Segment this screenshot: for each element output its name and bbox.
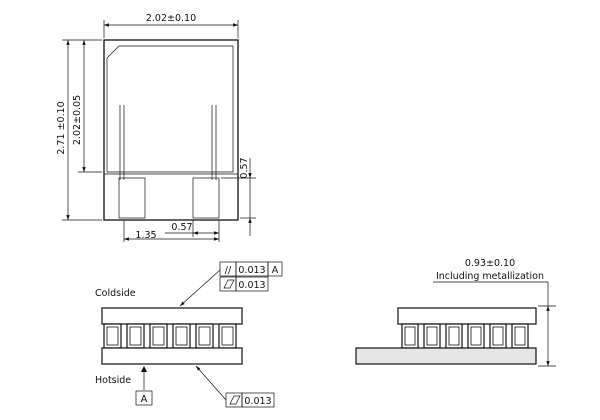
- width-dimension-label: 2.02±0.10: [146, 13, 196, 24]
- package-outline: [103, 39, 239, 221]
- leg-pellet: [401, 323, 419, 349]
- hotside-ceramic-right: [355, 347, 537, 365]
- parallelism-control-frame: // 0.013 A: [219, 261, 283, 277]
- ceramic-outline: [106, 45, 234, 173]
- parallelism-tolerance: 0.013: [238, 265, 265, 276]
- leg-pellet-inner: [514, 326, 526, 346]
- leg-pellet: [467, 323, 485, 349]
- leg-pellet: [172, 323, 191, 349]
- parallelism-datum: A: [272, 265, 279, 276]
- datum-box: [135, 390, 153, 406]
- leg-pellet-inner: [470, 326, 482, 346]
- leg-pellet-inner: [404, 326, 416, 346]
- pad-offset-dimension-label: 1.35: [135, 230, 156, 241]
- flatness-control-frame-bottom: 0.013: [225, 392, 275, 408]
- height-note-label: Including metallization: [436, 271, 544, 282]
- thermoelectric-legs: [103, 323, 237, 349]
- datum-label: A: [141, 394, 148, 405]
- leg-pellet-inner: [448, 326, 460, 346]
- pad-height-dimension-label: 0.57: [239, 157, 250, 178]
- top-view: 2.02±0.10 2.71 ±0.10 2.02±0.05 0.57 0.57…: [56, 13, 256, 242]
- leg-pellet-inner: [221, 326, 234, 346]
- flatness-bottom-tolerance: 0.013: [244, 396, 271, 407]
- thermoelectric-legs-right: [401, 323, 529, 349]
- flatness-icon: [223, 279, 235, 289]
- leg-pellet-inner: [492, 326, 504, 346]
- coldside-ceramic: [101, 307, 243, 325]
- leg-pellet: [489, 323, 507, 349]
- leg-pellet: [103, 323, 122, 349]
- coldside-ceramic-right: [397, 307, 537, 325]
- hotside-label: Hotside: [95, 375, 131, 386]
- leg-pellet-inner: [426, 326, 438, 346]
- outer-height-dimension-label: 2.71 ±0.10: [56, 101, 67, 154]
- inner-height-dimension-label: 2.02±0.05: [72, 95, 83, 145]
- leg-pellet: [149, 323, 168, 349]
- leg-pellet: [511, 323, 529, 349]
- leg-pellet-inner: [106, 326, 119, 346]
- coldside-label: Coldside: [95, 288, 136, 299]
- flatness-icon-bottom: [229, 395, 241, 405]
- pad-left: [118, 177, 146, 219]
- leg-pellet: [195, 323, 214, 349]
- leg-pellet: [218, 323, 237, 349]
- pad-width-dimension-label: 0.57: [171, 222, 192, 233]
- flatness-top-tolerance: 0.013: [238, 280, 265, 291]
- leg-pellet: [445, 323, 463, 349]
- hotside-ceramic: [101, 347, 243, 365]
- leg-pellet-inner: [129, 326, 142, 346]
- parallelism-symbol: //: [225, 265, 232, 276]
- leg-pellet-inner: [175, 326, 188, 346]
- pad-right: [192, 177, 220, 219]
- side-view-left: Coldside Hotside // 0.013 A 0.013 A: [95, 261, 283, 408]
- leg-pellet-inner: [152, 326, 165, 346]
- height-dimension-label: 0.93±0.10: [465, 258, 515, 269]
- leg-pellet: [423, 323, 441, 349]
- flatness-control-frame-top: 0.013: [219, 276, 269, 292]
- side-view-right: 0.93±0.10 Including metallization: [355, 258, 556, 367]
- leg-pellet: [126, 323, 145, 349]
- leg-pellet-inner: [198, 326, 211, 346]
